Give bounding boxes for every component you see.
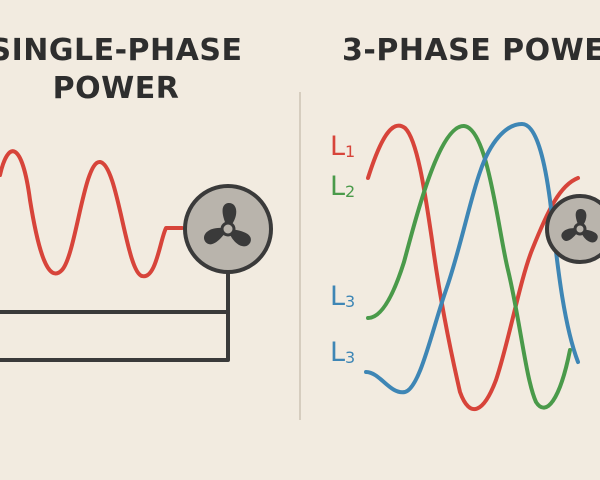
single-phase-title-line1: SINGLE-PHASE (0, 33, 243, 68)
phase-label-l2: L2 (330, 172, 355, 207)
phase-label-l1: L1 (330, 132, 355, 167)
phase-label-sub: 2 (345, 182, 356, 201)
single-phase-wave (0, 149, 184, 279)
phase-wave-red (366, 123, 580, 412)
phase-label-letter: L (330, 131, 346, 162)
phase-label-l3-second: L3 (330, 338, 355, 373)
single-phase-title-line2: POWER (52, 71, 180, 106)
fan-icon (545, 194, 600, 264)
phase-label-letter: L (330, 281, 346, 312)
phase-wave-green (366, 123, 572, 410)
phase-label-letter: L (330, 171, 346, 202)
phase-label-sub: 1 (345, 142, 356, 161)
phase-wave-blue (364, 122, 580, 395)
phase-label-sub: 3 (345, 292, 356, 311)
single-phase-wire-neutral (0, 312, 230, 362)
phase-label-sub: 3 (345, 348, 356, 367)
fan-icon (183, 184, 273, 274)
three-phase-title: 3-PHASE POWER (342, 33, 600, 68)
single-phase-title: SINGLE-PHASE POWER (0, 32, 246, 108)
single-phase-wire-return (0, 272, 230, 314)
phase-label-letter: L (330, 337, 346, 368)
phase-label-l3: L3 (330, 282, 355, 317)
